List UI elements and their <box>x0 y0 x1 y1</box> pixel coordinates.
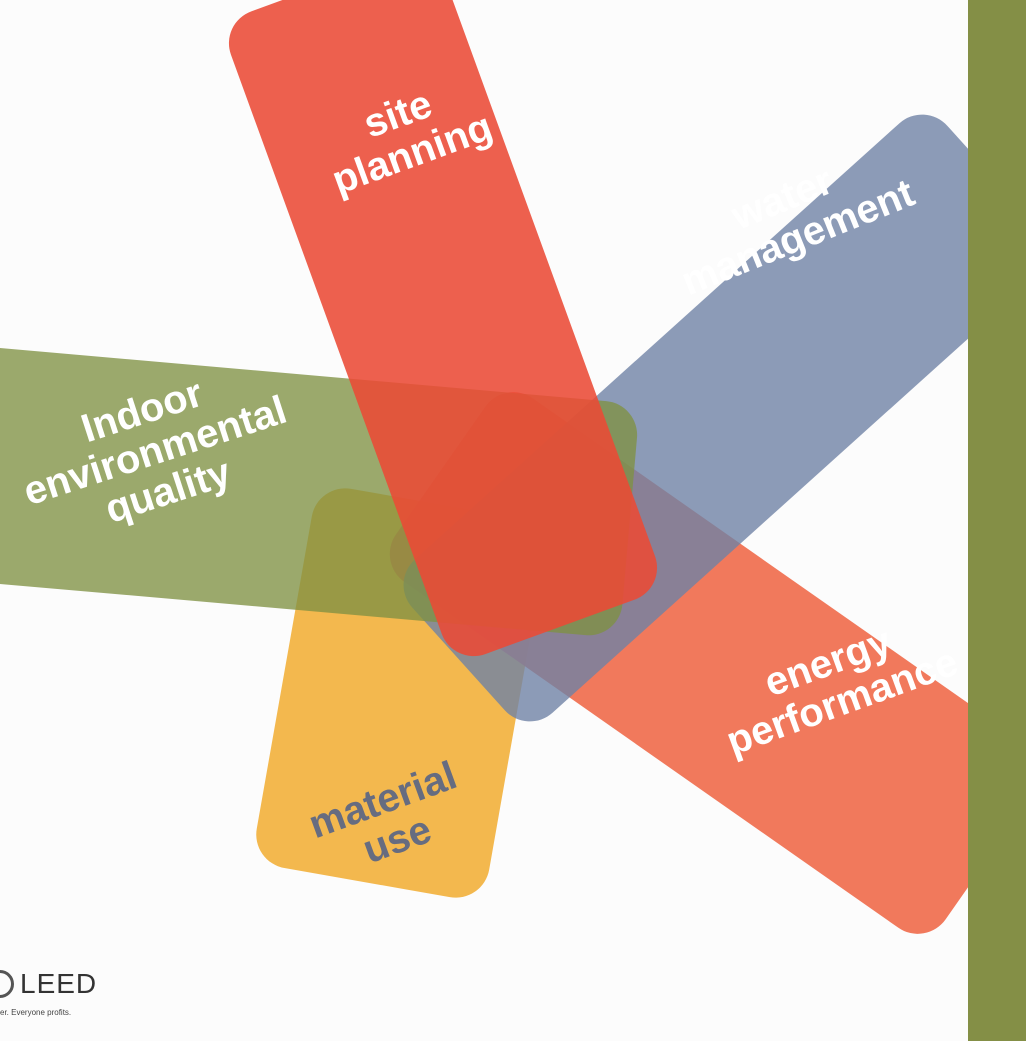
leed-tagline: er. Everyone profits. <box>0 1008 72 1017</box>
leed-logo: LEED er. Everyone profits. <box>0 968 160 1041</box>
leed-emblem-icon <box>0 970 14 998</box>
side-color-band <box>968 0 1026 1041</box>
leed-logo-text: LEED <box>20 968 98 999</box>
